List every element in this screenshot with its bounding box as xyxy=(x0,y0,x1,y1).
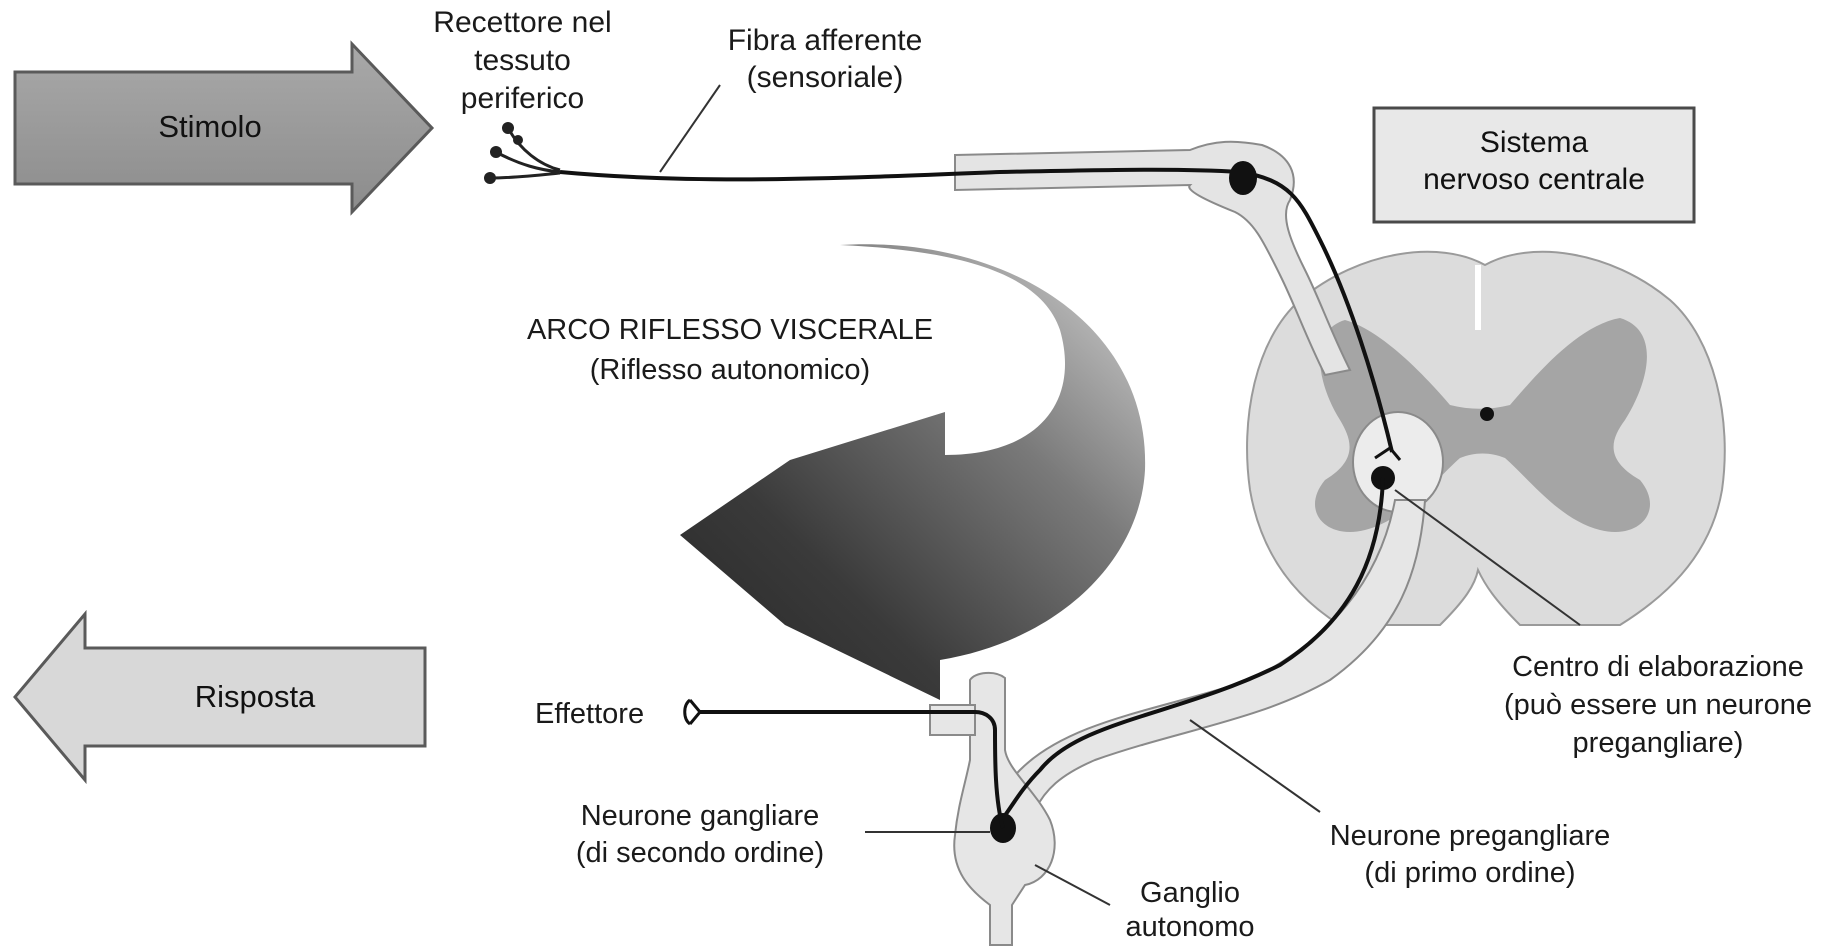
reflex-subtitle: (Riflesso autonomico) xyxy=(540,352,920,389)
ganglionic-neuron-label: Neurone gangliare (di secondo ordine) xyxy=(550,798,850,872)
sensory-cell-body xyxy=(1229,161,1257,195)
autonomic-ganglion-label: Ganglio autonomo xyxy=(1100,876,1280,944)
response-label: Risposta xyxy=(160,678,350,715)
effector-ending xyxy=(685,700,700,724)
receptor-endings xyxy=(484,122,560,184)
receptor-label: Recettore nel tessuto periferico xyxy=(405,4,640,118)
afferent-fiber-label: Fibra afferente (sensoriale) xyxy=(700,22,950,96)
processing-center-area xyxy=(1353,412,1443,512)
stimulus-label: Stimolo xyxy=(120,108,300,145)
central-canal xyxy=(1480,407,1494,421)
preganglionic-neuron-label: Neurone pregangliare (di primo ordine) xyxy=(1300,818,1640,892)
reflex-title: ARCO RIFLESSO VISCERALE xyxy=(490,312,970,349)
cns-label: Sistema nervoso centrale xyxy=(1378,124,1690,198)
processing-center-label: Centro di elaborazione (può essere un ne… xyxy=(1478,648,1838,762)
effector-label: Effettore xyxy=(535,696,685,733)
effector-branch-sheath xyxy=(930,705,975,735)
